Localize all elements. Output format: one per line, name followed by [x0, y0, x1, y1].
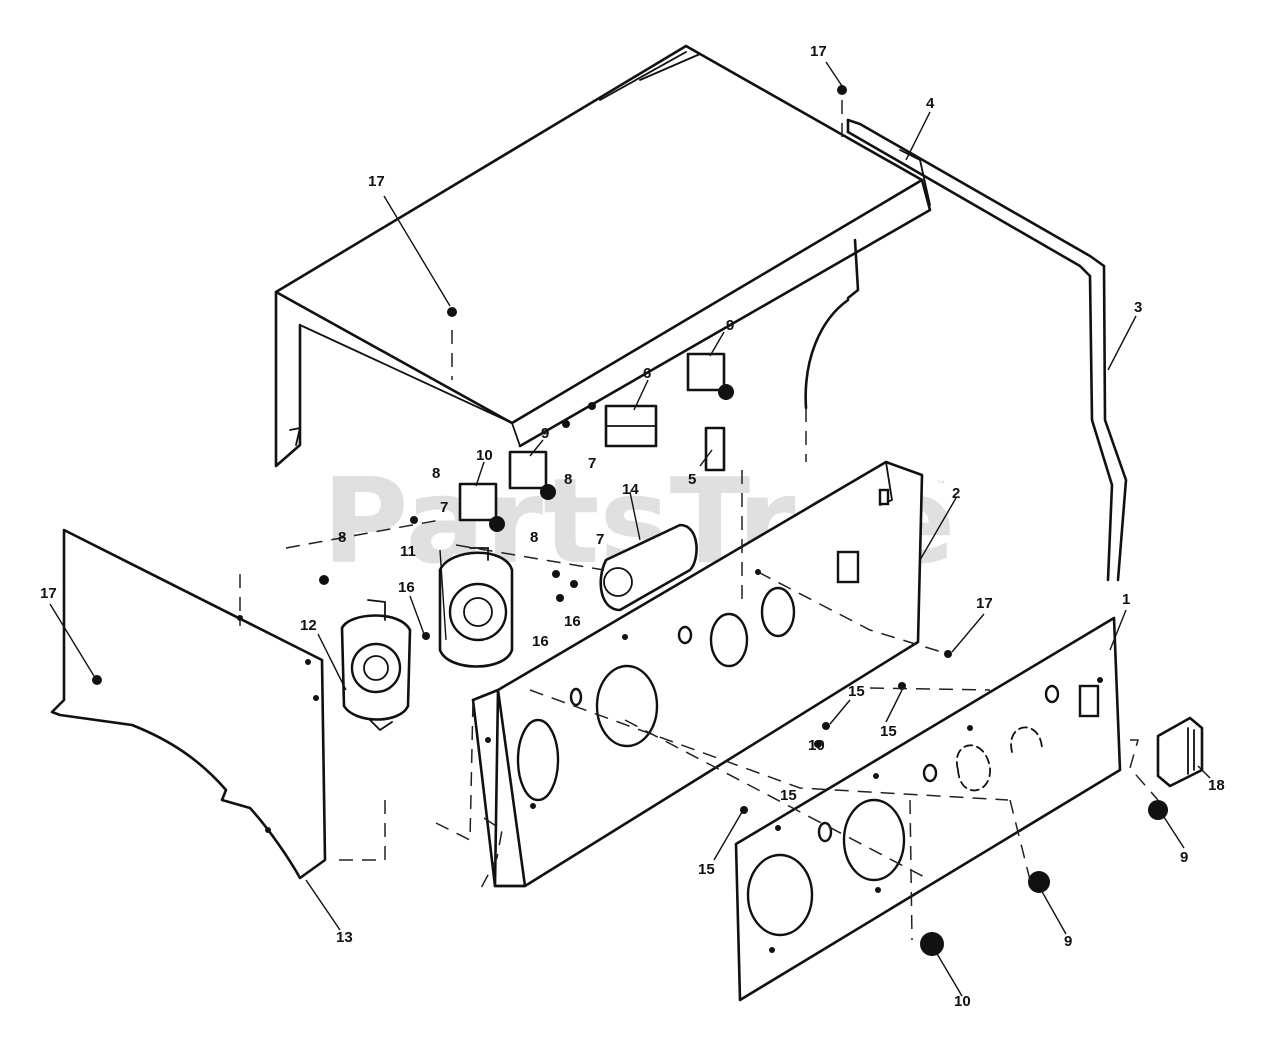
receptacle-12 [340, 599, 412, 732]
top-cover [274, 44, 932, 468]
terminal-block-6 [604, 404, 658, 448]
switch-18 [1156, 716, 1204, 788]
leader-lines [49, 61, 1211, 997]
callout-3: 3 [1134, 299, 1142, 316]
callout-17-top: 17 [810, 43, 827, 60]
callout-8-c: 8 [530, 529, 538, 546]
callout-16-a: 16 [564, 613, 581, 630]
hardware [92, 85, 1168, 956]
callout-16-b: 16 [532, 633, 549, 650]
callout-17-left: 17 [40, 585, 57, 602]
side-panel-curve [804, 298, 850, 410]
callout-13: 13 [336, 929, 353, 946]
callout-10-mid: 10 [808, 737, 825, 754]
watermark-trademark: ™ [936, 480, 946, 491]
front-faceplate [734, 616, 1122, 1002]
callout-17-cover: 17 [368, 173, 385, 190]
breaker-10-upper [458, 482, 505, 532]
callout-16-c: 16 [398, 579, 415, 596]
rear-brace [846, 118, 1128, 582]
part-5 [704, 426, 726, 472]
callout-8-a: 8 [564, 471, 572, 488]
callout-10-upper: 10 [476, 447, 493, 464]
callout-8-d: 8 [338, 529, 346, 546]
callout-15-c: 15 [780, 787, 797, 804]
inner-control-panel [471, 460, 924, 888]
callout-7-c: 7 [596, 531, 604, 548]
assembly-lines [239, 100, 1159, 941]
callout-10-lower: 10 [954, 993, 971, 1010]
breaker-9-upper [686, 352, 734, 400]
receptacle-11 [438, 547, 514, 668]
callout-12: 12 [300, 617, 317, 634]
part-14 [599, 523, 698, 612]
callout-15-b: 15 [880, 723, 897, 740]
callout-17-right: 17 [976, 595, 993, 612]
callout-9-lower: 9 [1064, 933, 1072, 950]
callout-15-d: 15 [698, 861, 715, 878]
callout-18: 18 [1208, 777, 1225, 794]
callout-1: 1 [1122, 591, 1130, 608]
left-side-panel [50, 528, 327, 880]
callout-15-a: 15 [848, 683, 865, 700]
callout-5: 5 [688, 471, 696, 488]
callout-7-b: 7 [440, 499, 448, 516]
callout-labels: 17 4 17 3 9 6 9 8 7 5 10 8 7 14 8 7 11 1… [40, 43, 1225, 1010]
callout-8-b: 8 [432, 465, 440, 482]
callout-11: 11 [400, 543, 416, 560]
breaker-9-mid [508, 450, 556, 500]
callout-6: 6 [643, 365, 651, 382]
callout-9-right: 9 [1180, 849, 1188, 866]
callout-14: 14 [622, 481, 639, 498]
callout-2: 2 [952, 485, 960, 502]
callout-9-upper: 9 [726, 317, 734, 334]
callout-9-mid: 9 [541, 425, 549, 442]
callout-4: 4 [926, 95, 935, 112]
callout-7-a: 7 [588, 455, 596, 472]
